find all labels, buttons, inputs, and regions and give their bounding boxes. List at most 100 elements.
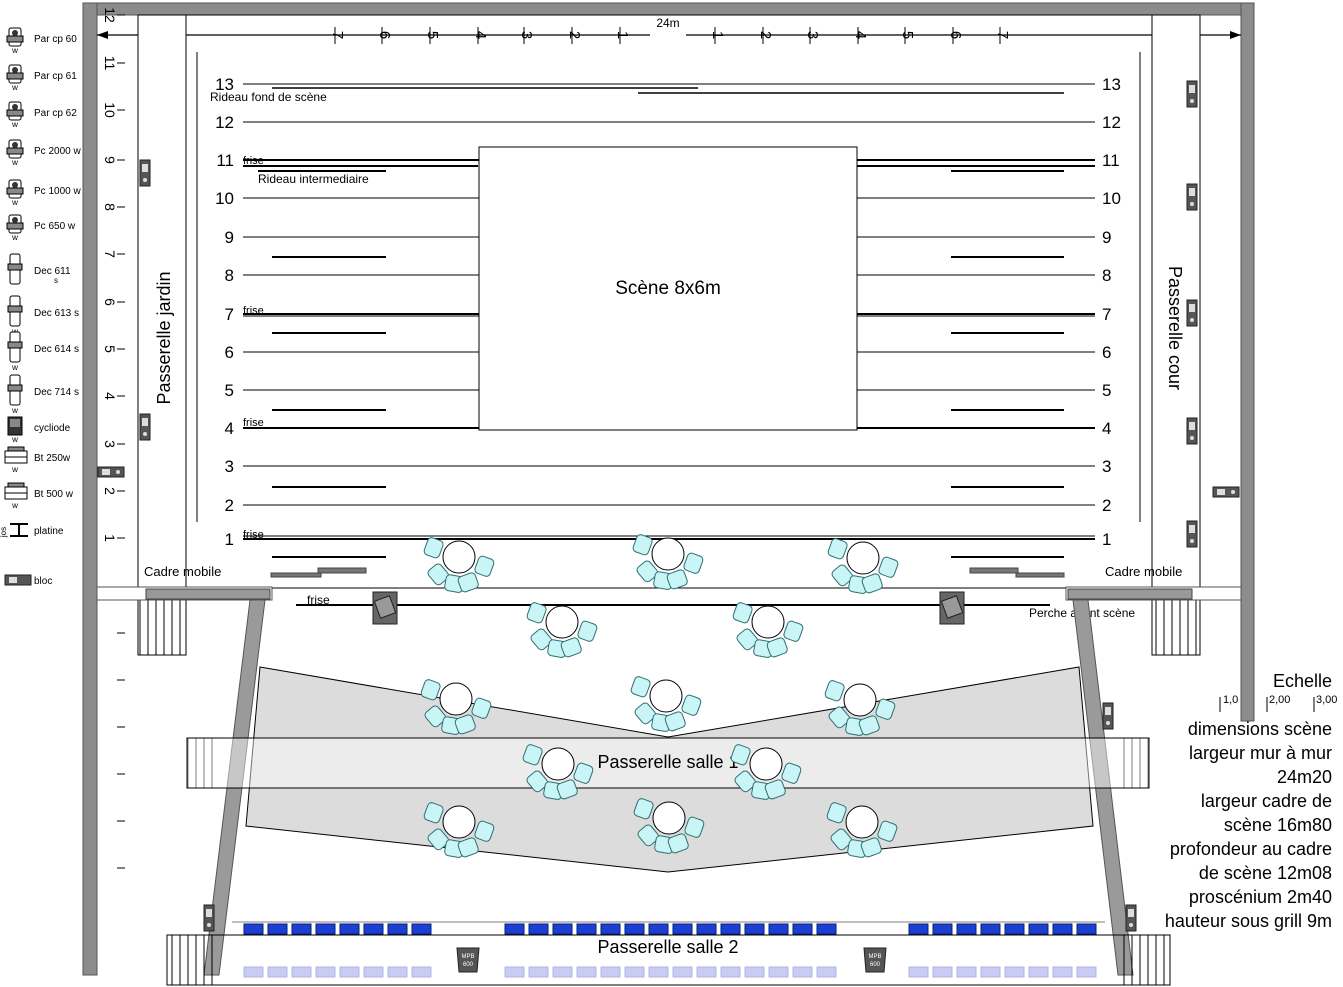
- table[interactable]: [826, 802, 898, 858]
- chair[interactable]: [577, 620, 598, 642]
- chair[interactable]: [457, 572, 479, 593]
- seat[interactable]: [932, 923, 953, 935]
- chair[interactable]: [630, 676, 651, 698]
- table[interactable]: [423, 802, 495, 858]
- seat[interactable]: [1028, 923, 1049, 935]
- table[interactable]: [630, 676, 702, 732]
- seat[interactable]: [1052, 923, 1073, 935]
- chair[interactable]: [474, 820, 495, 842]
- table[interactable]: [423, 537, 495, 593]
- chair[interactable]: [766, 637, 788, 658]
- table[interactable]: [522, 744, 594, 800]
- seat[interactable]: [792, 923, 813, 935]
- bloc-icon[interactable]: [1125, 904, 1137, 932]
- seat[interactable]: [576, 923, 597, 935]
- round-table[interactable]: [651, 537, 685, 571]
- stage-device-right[interactable]: [939, 591, 965, 625]
- chair[interactable]: [423, 802, 444, 824]
- chair[interactable]: [426, 562, 450, 586]
- bloc-icon[interactable]: [1186, 417, 1198, 445]
- seat[interactable]: [672, 923, 693, 935]
- chair[interactable]: [529, 627, 553, 651]
- chair[interactable]: [423, 537, 444, 559]
- chair[interactable]: [735, 627, 759, 651]
- chair[interactable]: [827, 705, 851, 729]
- chair[interactable]: [829, 827, 853, 851]
- bloc-icon[interactable]: [203, 904, 215, 932]
- passerelle-jardin[interactable]: Passerelle jardin: [137, 14, 187, 656]
- seat[interactable]: [528, 923, 549, 935]
- chair[interactable]: [824, 680, 845, 702]
- chair[interactable]: [423, 704, 447, 728]
- seat[interactable]: [744, 923, 765, 935]
- seat[interactable]: [696, 923, 717, 935]
- chair[interactable]: [560, 637, 582, 658]
- chair[interactable]: [457, 837, 479, 858]
- seat[interactable]: [363, 923, 384, 935]
- chair[interactable]: [730, 744, 751, 766]
- chair[interactable]: [826, 802, 847, 824]
- table[interactable]: [824, 680, 896, 736]
- chair[interactable]: [635, 559, 659, 583]
- seat[interactable]: [980, 923, 1001, 935]
- seat[interactable]: [600, 923, 621, 935]
- chair[interactable]: [732, 602, 753, 624]
- chair[interactable]: [783, 620, 804, 642]
- scene-platform[interactable]: [478, 146, 858, 431]
- bloc-icon[interactable]: [1186, 299, 1198, 327]
- round-table[interactable]: [652, 801, 686, 835]
- round-table[interactable]: [545, 605, 579, 639]
- chair[interactable]: [426, 827, 450, 851]
- seat[interactable]: [315, 923, 336, 935]
- bloc-icon[interactable]: [1186, 183, 1198, 211]
- round-table[interactable]: [845, 805, 879, 839]
- chair[interactable]: [764, 779, 786, 800]
- bloc-icon[interactable]: [97, 466, 125, 478]
- table[interactable]: [526, 602, 598, 658]
- seat[interactable]: [339, 923, 360, 935]
- seat[interactable]: [267, 923, 288, 935]
- bloc-icon[interactable]: [1102, 702, 1114, 730]
- chair[interactable]: [573, 762, 594, 784]
- stage-device-left[interactable]: [372, 591, 398, 625]
- chair[interactable]: [525, 769, 549, 793]
- table[interactable]: [732, 602, 804, 658]
- passerelle-salle-1[interactable]: Passerelle salle 1: [186, 737, 1150, 789]
- chair[interactable]: [878, 556, 899, 578]
- chair[interactable]: [633, 701, 657, 725]
- chair[interactable]: [733, 769, 757, 793]
- table[interactable]: [632, 534, 704, 590]
- bloc-icon[interactable]: [1212, 486, 1240, 498]
- seat[interactable]: [411, 923, 432, 935]
- mpb-unit-right[interactable]: MPB 600: [863, 947, 887, 973]
- passerelle-cour[interactable]: Passerelle cour: [1151, 14, 1201, 656]
- chair[interactable]: [877, 820, 898, 842]
- chair[interactable]: [420, 679, 441, 701]
- chair[interactable]: [683, 552, 704, 574]
- chair[interactable]: [858, 715, 880, 736]
- chair[interactable]: [556, 779, 578, 800]
- bloc-icon[interactable]: [1186, 520, 1198, 548]
- chair[interactable]: [454, 714, 476, 735]
- chair[interactable]: [526, 602, 547, 624]
- seat[interactable]: [243, 923, 264, 935]
- round-table[interactable]: [843, 683, 877, 717]
- mpb-unit-left[interactable]: MPB 600: [456, 947, 480, 973]
- chair[interactable]: [860, 837, 882, 858]
- bloc-icon[interactable]: [1186, 80, 1198, 108]
- chair[interactable]: [632, 534, 653, 556]
- chair[interactable]: [861, 573, 883, 594]
- seat[interactable]: [552, 923, 573, 935]
- chair[interactable]: [830, 563, 854, 587]
- seat[interactable]: [1004, 923, 1025, 935]
- seat[interactable]: [816, 923, 837, 935]
- chair[interactable]: [666, 569, 688, 590]
- round-table[interactable]: [749, 747, 783, 781]
- seat[interactable]: [956, 923, 977, 935]
- seat[interactable]: [504, 923, 525, 935]
- passerelle-salle-2[interactable]: Passerelle salle 2: [166, 934, 1171, 986]
- chair[interactable]: [471, 697, 492, 719]
- seat[interactable]: [1076, 923, 1097, 935]
- seat[interactable]: [768, 923, 789, 935]
- bloc-icon[interactable]: [139, 159, 151, 187]
